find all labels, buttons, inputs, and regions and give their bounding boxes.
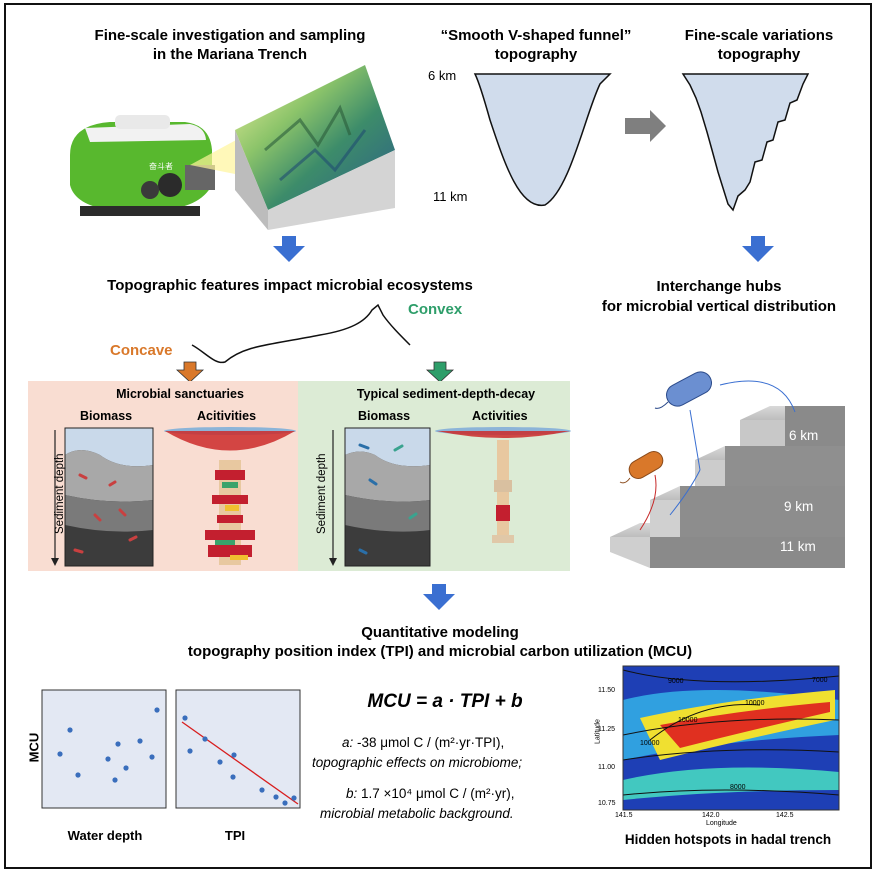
- variation-heading-line1: Fine-scale variations: [684, 27, 834, 44]
- map-contour-label-1: 9000: [668, 678, 684, 685]
- convex-activity-column: [435, 427, 571, 543]
- concave-panel-title: Microbial sanctuaries: [116, 387, 244, 401]
- map-contour-label-2: 10000: [678, 717, 698, 724]
- map-contour-label-4: 10000: [745, 700, 765, 707]
- stairs-diagram: [610, 406, 845, 568]
- plot-tpi: [175, 689, 301, 809]
- blue-path-3: [669, 469, 701, 516]
- map-xtick-3: 142.5: [776, 812, 794, 819]
- map-contour-label-6: 7000: [812, 677, 828, 684]
- interchange-heading-line2: for microbial vertical distribution: [601, 298, 837, 315]
- blue-microbe: [654, 371, 712, 409]
- equation-a-label: a:: [342, 735, 354, 750]
- terrain-block: [235, 65, 395, 230]
- convex-biomass-label: Biomass: [358, 409, 411, 423]
- figure-frame: [4, 3, 872, 869]
- map-ytick-3: 11.00: [598, 764, 615, 771]
- equation-a-value: -38 μmol C / (m²·yr·TPI),: [353, 735, 505, 750]
- transition-arrow: [625, 110, 666, 142]
- smooth-heading-line2: topography: [494, 46, 578, 63]
- funnel-depth-bottom: 11 km: [433, 189, 468, 204]
- vehicle-porthole: [141, 181, 159, 199]
- convex-panel-title: Typical sediment-depth-decay: [356, 387, 536, 401]
- vehicle-hull-text: 奋斗者: [149, 162, 173, 171]
- arrow-to-modeling: [423, 584, 455, 610]
- equation-b-line: b: 1.7 ×10⁴ μmol C / (m²·yr),: [346, 786, 515, 801]
- smooth-heading-line1: “Smooth V-shaped funnel”: [440, 27, 632, 44]
- vehicle-mast: [115, 115, 170, 129]
- convex-core: [344, 427, 431, 567]
- variation-heading: Fine-scale variations topography: [664, 26, 854, 64]
- vehicle-arm: [185, 165, 215, 190]
- impact-heading: Topographic features impact microbial ec…: [107, 277, 473, 294]
- map-xtick-1: 141.5: [615, 812, 633, 819]
- map-ytick-4: 10.75: [598, 800, 616, 807]
- modeling-heading: Quantitative modeling topography positio…: [100, 623, 780, 661]
- convex-arrow: [425, 361, 455, 383]
- modeling-heading-line1: Quantitative modeling: [361, 624, 519, 641]
- concave-depth-label: Sediment depth: [54, 453, 66, 534]
- fine-scale-heading-line2: in the Mariana Trench: [152, 46, 308, 63]
- modeling-heading-line2: topography position index (TPI) and micr…: [187, 643, 693, 660]
- vehicle-skid: [80, 206, 200, 216]
- convex-activities-label: Activities: [472, 409, 528, 423]
- convex-panel: [298, 381, 570, 571]
- concave-activities-label: Acitivities: [197, 409, 257, 423]
- convex-label: Convex: [408, 301, 463, 318]
- plot2-points: [182, 715, 297, 806]
- arrow-to-interchange: [742, 236, 774, 262]
- interchange-heading-line1: Interchange hubs: [656, 278, 782, 295]
- plot1-points: [57, 707, 160, 783]
- hotspots-caption: Hidden hotspots in hadal trench: [624, 832, 832, 847]
- stair-label-11km: 11 km: [780, 539, 816, 554]
- smooth-funnel: [473, 73, 612, 206]
- red-path: [639, 474, 657, 531]
- fine-scale-heading-line1: Fine-scale investigation and sampling: [94, 27, 366, 44]
- stair-label-6km: 6 km: [789, 428, 819, 443]
- blue-path-2: [689, 409, 701, 471]
- concave-arrow: [175, 361, 205, 383]
- funnel-depth-top: 6 km: [428, 68, 457, 83]
- vehicle-top: [85, 124, 206, 142]
- equation-b-value: 1.7 ×10⁴ μmol C / (m²·yr),: [357, 786, 515, 801]
- submersible-vehicle: [70, 115, 215, 216]
- map-ytick-2: 11.25: [598, 726, 615, 733]
- orange-microbe: [619, 451, 664, 484]
- equation-b-description: microbial metabolic background.: [320, 806, 514, 821]
- map-contour-label-5: 8000: [730, 784, 746, 791]
- interchange-heading: Interchange hubs for microbial vertical …: [574, 277, 864, 317]
- arrow-to-impact: [273, 236, 305, 262]
- map-xlabel: Longitude: [706, 820, 737, 827]
- equation-b-label: b:: [346, 786, 358, 801]
- plot-water-depth: [41, 689, 167, 809]
- blue-path-1: [719, 380, 796, 413]
- plot-xlabel-depth: Water depth: [67, 828, 143, 843]
- map-ytick-1: 11.50: [598, 687, 615, 694]
- equation-a-line: a: -38 μmol C / (m²·yr·TPI),: [342, 735, 504, 750]
- smooth-funnel-heading: “Smooth V-shaped funnel” topography: [414, 26, 658, 64]
- stair-label-9km: 9 km: [784, 499, 814, 514]
- rough-funnel: [681, 73, 810, 212]
- concave-label: Concave: [110, 342, 173, 359]
- plot-xlabel-tpi: TPI: [224, 828, 246, 843]
- topo-profile-line: [191, 303, 411, 364]
- equation-a-description: topographic effects on microbiome;: [312, 755, 523, 770]
- concave-biomass-label: Biomass: [80, 409, 133, 423]
- concave-core: [64, 427, 154, 567]
- variation-heading-line2: topography: [717, 46, 801, 63]
- vehicle-camera: [158, 173, 182, 197]
- mcu-equation: MCU = a · TPI + b: [367, 691, 523, 712]
- blue-arrows: [273, 236, 774, 610]
- heatmap: [622, 665, 840, 811]
- regression-line: [181, 721, 299, 805]
- fine-scale-heading: Fine-scale investigation and sampling in…: [70, 26, 390, 64]
- map-xtick-2: 142.0: [702, 812, 720, 819]
- concave-activity-column: [164, 427, 296, 565]
- convex-depth-label: Sediment depth: [316, 453, 328, 534]
- plot-ylabel: MCU: [26, 732, 42, 763]
- map-contour-label-3: 10000: [640, 740, 660, 747]
